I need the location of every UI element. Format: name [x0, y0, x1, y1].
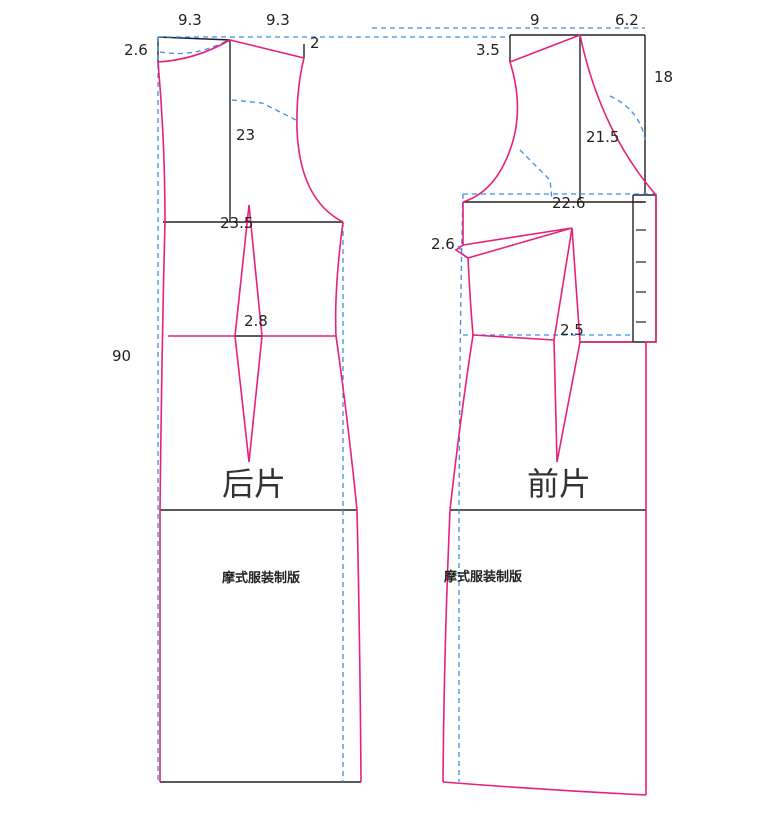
front-neck-depth-label: 18	[654, 68, 673, 86]
front-side-guide	[458, 193, 464, 782]
front-side-dart-label: 2.6	[431, 235, 455, 253]
back-armhole-guide	[231, 99, 297, 121]
front-side-dart	[462, 227, 573, 259]
front-neck-guide	[609, 95, 646, 141]
front-armhole	[462, 61, 519, 203]
front-armhole-depth-label: 21.5	[586, 128, 619, 146]
back-neck-guide	[159, 39, 229, 55]
front-waist-dart	[553, 227, 581, 463]
back-shoulder-seam	[229, 39, 305, 59]
back-piece: 9.3 9.3 2.6 2 23 23.5 2.8 90 后片 摩式服装制版	[112, 11, 510, 783]
front-armhole-guide	[519, 149, 553, 201]
front-center-front	[645, 195, 657, 795]
total-length-label: 90	[112, 347, 131, 365]
back-center-seam	[157, 61, 166, 782]
front-waist-left	[472, 334, 555, 341]
front-shoulder-extra-label: 6.2	[615, 11, 639, 29]
back-neck-width-label: 9.3	[178, 11, 202, 29]
back-shoulder-width-label: 9.3	[266, 11, 290, 29]
front-piece: 9 6.2 3.5 18 21.5 22.6 2.6 2.5 前片 摩式服装制版	[372, 11, 673, 796]
back-armhole	[296, 57, 344, 223]
front-dart-width-label: 2.5	[560, 321, 584, 339]
back-waist-dart	[234, 204, 263, 463]
front-piece-title: 前片	[527, 465, 591, 503]
front-bust-width-label: 22.6	[552, 194, 585, 212]
back-piece-title: 后片	[222, 465, 286, 503]
back-dart-width-label: 2.8	[244, 312, 268, 330]
back-bust-width-label: 23.5	[220, 214, 253, 232]
back-side-seam	[334, 221, 362, 783]
front-hem-line	[442, 781, 647, 796]
back-watermark: 摩式服装制版	[222, 570, 300, 586]
front-shoulder-drop-label: 3.5	[476, 41, 500, 59]
back-armhole-depth-label: 23	[236, 126, 255, 144]
front-side-seam	[442, 202, 474, 783]
back-neck-depth-label: 2.6	[124, 41, 148, 59]
front-neckline	[579, 34, 657, 196]
back-shoulder-drop-label: 2	[310, 34, 320, 52]
front-neck-width-label: 9	[530, 11, 540, 29]
front-watermark: 摩式服装制版	[444, 569, 522, 585]
front-shoulder-seam	[509, 34, 581, 63]
back-neckline	[157, 39, 231, 63]
